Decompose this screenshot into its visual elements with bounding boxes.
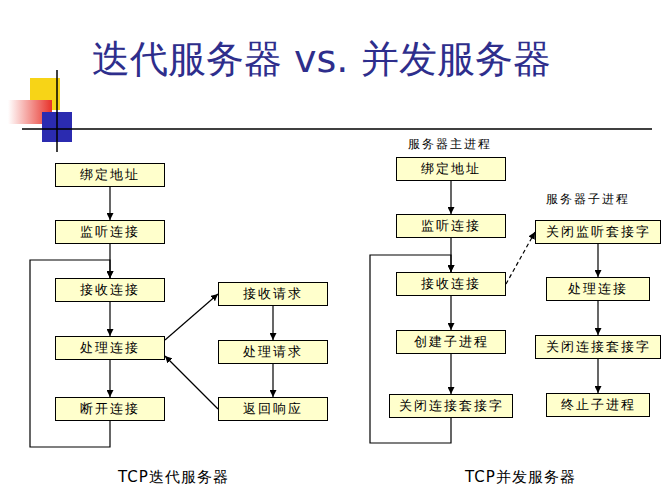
box-text: 关闭连接套接字: [399, 397, 504, 415]
process-box: 绑定地址: [396, 157, 506, 181]
process-box: 关闭连接套接字: [389, 394, 513, 418]
box-text: 断开连接: [80, 400, 140, 418]
box-text: 接收请求: [243, 285, 303, 303]
flow-arrow: [165, 356, 218, 409]
process-label: 服务器子进程: [546, 191, 630, 208]
box-text: 关闭监听套接字: [546, 223, 651, 241]
caption: TCP迭代服务器: [118, 468, 229, 487]
box-text: 处理请求: [243, 343, 303, 361]
process-box: 绑定地址: [55, 163, 165, 187]
box-text: 绑定地址: [80, 166, 140, 184]
box-text: 接收连接: [421, 275, 481, 293]
process-box: 处理请求: [218, 340, 328, 364]
box-text: 监听连接: [80, 223, 140, 241]
process-box: 接收连接: [55, 278, 165, 302]
flow-arrow: [272, 306, 273, 340]
flow-arrow: [450, 296, 451, 330]
flow-arrow: [272, 364, 273, 397]
flow-arrow: [165, 294, 218, 340]
flow-arrow: [109, 187, 110, 220]
process-box: 处理连接: [546, 277, 650, 301]
flow-arrow: [597, 301, 598, 335]
process-box: 返回响应: [218, 397, 328, 421]
flow-arrow: [109, 360, 110, 397]
dashed-arrow: [506, 232, 535, 284]
caption: TCP并发服务器: [465, 468, 576, 487]
process-box: 接收请求: [218, 282, 328, 306]
box-text: 终止子进程: [561, 396, 636, 414]
process-box: 终止子进程: [546, 393, 650, 417]
box-text: 处理连接: [568, 280, 628, 298]
flow-arrow: [450, 354, 451, 394]
slide-title: 迭代服务器 vs. 并发服务器: [92, 34, 551, 85]
process-box: 创建子进程: [396, 330, 506, 354]
box-text: 处理连接: [80, 339, 140, 357]
box-text: 返回响应: [243, 400, 303, 418]
process-label: 服务器主进程: [408, 136, 492, 153]
box-text: 关闭连接套接字: [546, 338, 651, 356]
box-text: 监听连接: [421, 217, 481, 235]
flow-arrow: [597, 359, 598, 393]
process-box: 接收连接: [396, 272, 506, 296]
flow-arrow: [450, 181, 451, 214]
process-box: 断开连接: [55, 397, 165, 421]
box-text: 绑定地址: [421, 160, 481, 178]
flow-arrow: [109, 302, 110, 336]
box-text: 创建子进程: [414, 333, 489, 351]
process-box: 关闭连接套接字: [535, 335, 661, 359]
vertical-rule: [56, 70, 58, 152]
process-box: 监听连接: [396, 214, 506, 238]
process-box: 关闭监听套接字: [535, 220, 661, 244]
process-box: 监听连接: [55, 220, 165, 244]
box-text: 接收连接: [80, 281, 140, 299]
process-box: 处理连接: [55, 336, 165, 360]
title-rule: [22, 128, 652, 130]
flow-arrow: [597, 244, 598, 277]
